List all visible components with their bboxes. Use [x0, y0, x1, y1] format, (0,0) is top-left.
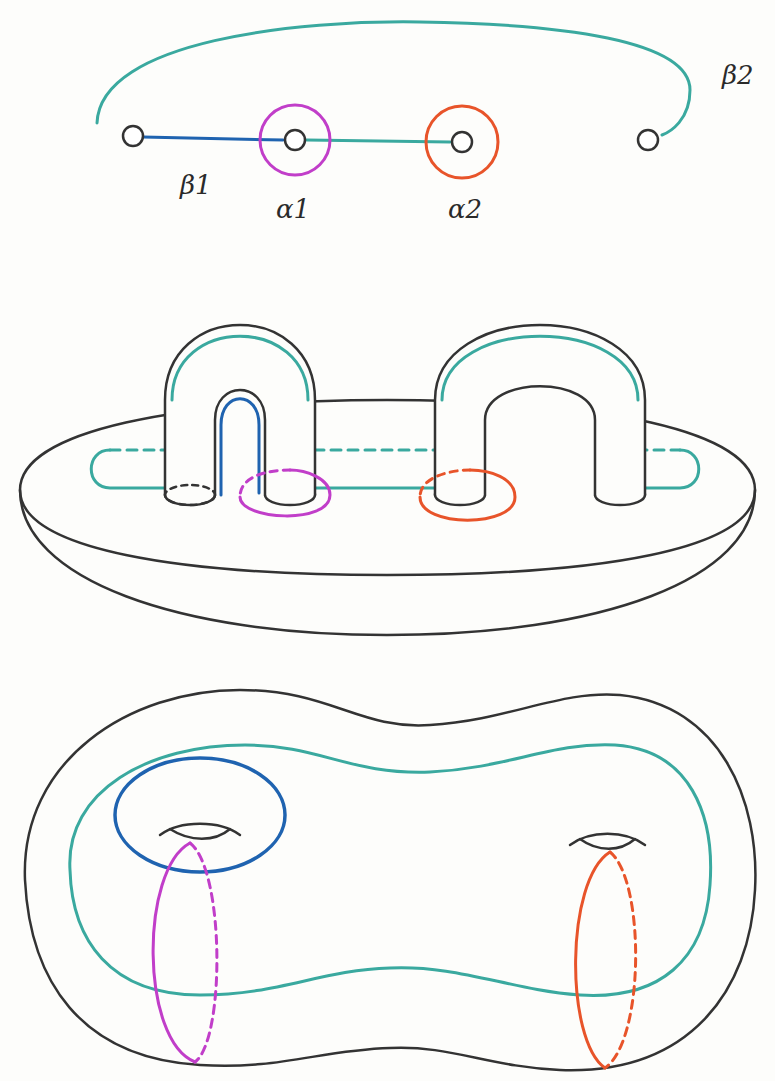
genus-two-surface [25, 690, 756, 1070]
disk-with-handles [20, 325, 755, 635]
curve-label: β1 [180, 172, 212, 198]
curve-label: α1 [276, 196, 310, 222]
puncture-diagram [97, 22, 690, 178]
curve-label: α2 [448, 196, 482, 222]
curve-label: β2 [722, 62, 754, 88]
